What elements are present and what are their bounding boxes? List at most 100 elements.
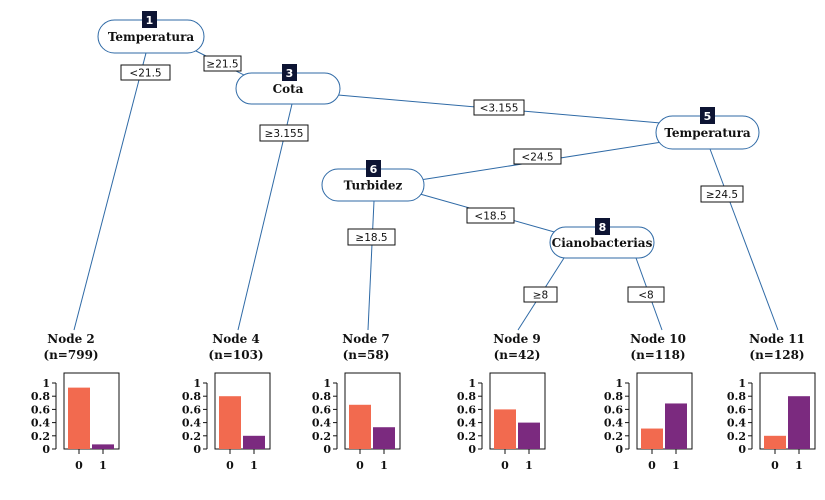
y-tick-label: 0.8 [604, 390, 623, 403]
bar-class-1 [243, 435, 265, 449]
plot-frame [344, 372, 401, 450]
leaf-count: (n=42) [494, 348, 541, 362]
tree-edges [73, 47, 779, 331]
y-tick-label: 0 [42, 443, 50, 456]
edge-label-text: <21.5 [129, 68, 161, 80]
x-tick-label: 0 [501, 459, 509, 472]
y-tick-label: 0.6 [457, 403, 476, 416]
y-tick-label: 0.8 [457, 390, 476, 403]
edge-5-11 [709, 148, 779, 331]
leaf-title: Node 9 [493, 332, 541, 346]
y-tick-label: 1 [738, 377, 746, 390]
node-8: Cianobacterias 8 [549, 218, 655, 259]
edge-label-text: ≥24.5 [706, 189, 738, 201]
node-6: Turbidez 6 [321, 160, 425, 202]
y-tick-label: 0.2 [312, 430, 331, 443]
edge-label-text: ≥21.5 [206, 59, 238, 71]
bar-class-1 [518, 422, 540, 449]
plot-frame [759, 372, 816, 450]
y-tick-label: 0.6 [31, 403, 50, 416]
y-tick-label: 0.4 [31, 417, 50, 430]
edge-label-text: ≥3.155 [265, 128, 304, 140]
bar-class-0 [68, 387, 90, 449]
y-tick-label: 0.4 [312, 417, 331, 430]
edge-1-2 [73, 52, 147, 331]
node-id-badge: 8 [599, 221, 607, 234]
node-1: Temperatura 1 [97, 11, 205, 54]
leaf-count: (n=103) [208, 348, 263, 362]
bar-class-0 [764, 435, 786, 449]
y-tick-label: 0.6 [727, 403, 746, 416]
y-tick-label: 0 [193, 443, 201, 456]
edge-label-text: <8 [638, 290, 653, 302]
y-tick-label: 1 [615, 377, 623, 390]
y-tick-label: 0.2 [727, 430, 746, 443]
inner-nodes: Temperatura 1 Cota 3 Temperatura 5 Turbi… [97, 11, 760, 259]
y-tick-label: 0 [468, 443, 476, 456]
bar-class-1 [788, 396, 810, 449]
y-tick-label: 0.6 [182, 403, 201, 416]
x-tick-label: 0 [771, 459, 779, 472]
y-tick-label: 0.4 [457, 417, 476, 430]
node-label: Temperatura [108, 30, 195, 44]
node-label: Turbidez [344, 179, 403, 193]
bar-class-0 [641, 428, 663, 449]
edge-label-6: ≥24.5 [700, 185, 744, 203]
x-tick-label: 1 [250, 459, 258, 472]
y-tick-label: 0.2 [457, 430, 476, 443]
edge-label-1: <21.5 [120, 64, 171, 81]
leaf-title: Node 7 [342, 332, 390, 346]
edge-labels: <21.5 ≥21.5 ≥3.155 <3.155 <24.5 ≥24.5 ≥1… [120, 55, 744, 303]
node-id-badge: 3 [286, 67, 294, 80]
x-tick-label: 0 [648, 459, 656, 472]
y-tick-label: 1 [468, 377, 476, 390]
x-tick-label: 0 [356, 459, 364, 472]
y-tick-label: 0.2 [31, 430, 50, 443]
edge-label-9: ≥8 [523, 286, 558, 303]
y-tick-label: 0.8 [182, 390, 201, 403]
y-tick-label: 0 [323, 443, 331, 456]
edge-label-8: <18.5 [466, 207, 515, 224]
leaf-count: (n=128) [749, 348, 804, 362]
y-tick-label: 1 [42, 377, 50, 390]
x-tick-label: 0 [226, 459, 234, 472]
plot-frame [214, 372, 271, 450]
node-5: Temperatura 5 [655, 107, 760, 150]
y-tick-label: 0 [738, 443, 746, 456]
node-label: Cianobacterias [552, 236, 653, 250]
node-3: Cota 3 [235, 64, 341, 105]
y-tick-label: 0.6 [312, 403, 331, 416]
leaf-count: (n=118) [630, 348, 685, 362]
y-tick-label: 0.2 [604, 430, 623, 443]
edge-label-4: <3.155 [473, 99, 525, 116]
leaf-title: Node 4 [212, 332, 260, 346]
x-tick-label: 1 [525, 459, 533, 472]
node-id-badge: 5 [704, 110, 712, 123]
edge-label-text: <3.155 [480, 103, 519, 115]
y-tick-label: 0.8 [312, 390, 331, 403]
edge-label-text: ≥8 [533, 290, 548, 302]
edge-label-10: <8 [627, 286, 665, 303]
y-tick-label: 0.4 [727, 417, 746, 430]
node-id-badge: 1 [146, 14, 154, 27]
leaf-title: Node 11 [749, 332, 805, 346]
edge-label-7: ≥18.5 [347, 228, 396, 246]
plot-frame [636, 372, 693, 450]
plot-frame [63, 372, 120, 450]
bar-class-1 [373, 427, 395, 449]
node-label: Cota [273, 82, 304, 96]
edge-label-text: <24.5 [521, 152, 553, 164]
node-label: Temperatura [664, 126, 751, 140]
y-tick-label: 0.2 [182, 430, 201, 443]
y-tick-label: 1 [323, 377, 331, 390]
y-tick-label: 0.6 [604, 403, 623, 416]
y-tick-label: 0 [615, 443, 623, 456]
leaf-count: (n=799) [43, 348, 98, 362]
y-tick-label: 0.8 [31, 390, 50, 403]
